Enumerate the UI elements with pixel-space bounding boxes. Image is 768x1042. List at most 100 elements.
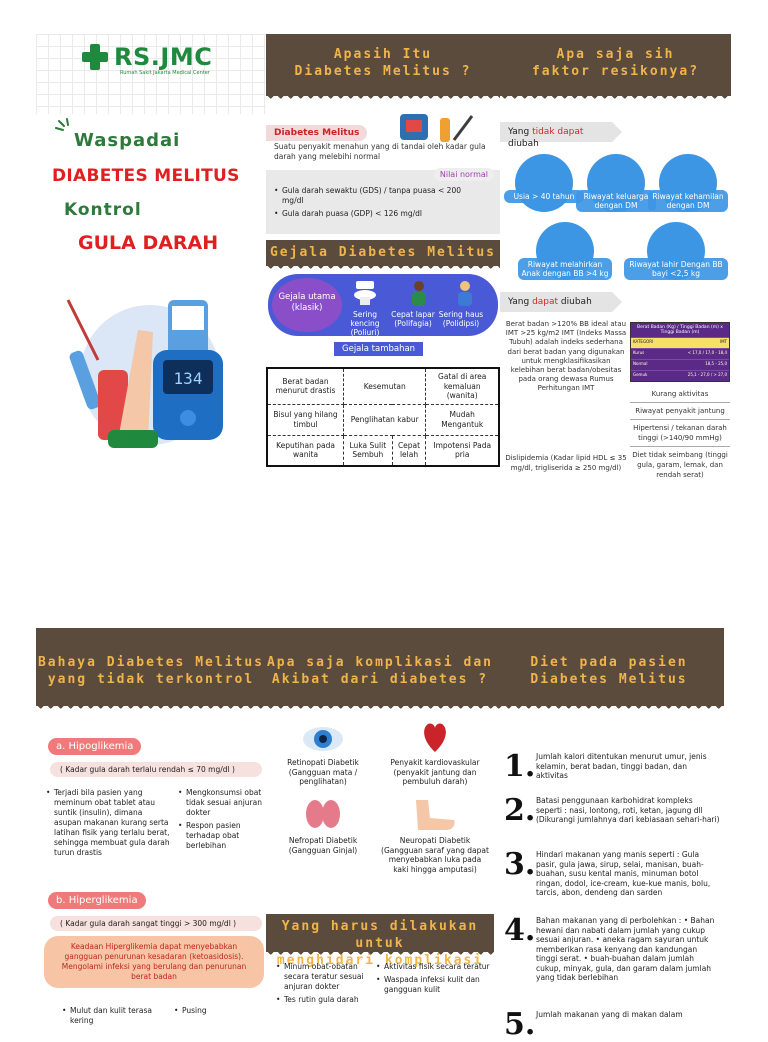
header-pencegahan: Yang harus dilakukan untuk menghidari ko… [266, 914, 494, 968]
list-item: Waspada infeksi kulit dan gangguan kulit [376, 975, 494, 995]
normal-value-gdp: Gula darah puasa (GDP) < 126 mg/dl [274, 209, 484, 219]
imt-row: Kurus < 17,0 / 17,0 - 18,4 [631, 348, 729, 359]
complication-label: Retinopati Diabetik (Gangguan mata / pen… [287, 758, 359, 786]
column-apa-itu-dm: Apasih Itu Diabetes Melitus ? Diabetes M… [266, 34, 500, 524]
table-row: Berat badan menurut drastis Kesemutan Ga… [266, 367, 500, 405]
table-cell: Mudah Mengantuk [425, 403, 500, 436]
complication-label: Nefropati Diabetik (Gangguan Ginjal) [288, 836, 358, 855]
header-line-1: Apa saja komplikasi dan [266, 655, 493, 670]
label-dapat-diubah: Yang dapat diubah [500, 292, 622, 312]
hiperglikemia-signs-left: Mulut dan kulit terasa kering [62, 1006, 152, 1029]
diet-text: Jumlah makanan yang di makan dalam [536, 1010, 683, 1019]
header-apa-itu: Apasih Itu Diabetes Melitus ? [266, 34, 500, 104]
table-cell: Impotensi Pada pria [425, 434, 500, 467]
gejala-utama-label: Gejala utama (klasik) [272, 278, 342, 332]
diet-number: 5. [504, 1007, 536, 1042]
risk-factor-label: Riwayat kehamilan dengan DM [648, 190, 728, 212]
table-cell: Keputihan pada wanita [266, 434, 345, 467]
modifiable-item: Hipertensi / tekanan darah tinggi (>140/… [630, 420, 730, 447]
cover-title-gula-darah: GULA DARAH [78, 232, 219, 254]
imt-cat: Gemuk [633, 372, 648, 377]
modifiable-item: Riwayat penyakit jantung [630, 403, 730, 420]
logo-subtitle: Rumah Sakit Jakarta Medical Center [120, 70, 210, 76]
risk-factor-label: Usia > 40 tahun [504, 190, 584, 203]
diet-item: 3. Hindari makanan yang manis seperti : … [504, 850, 720, 898]
diet-item: 4. Bahan makanan yang di perbolehkan : •… [504, 916, 720, 983]
normal-value-gds: Gula darah sewaktu (GDS) / tanpa puasa <… [274, 186, 484, 206]
label-prefix: Yang [508, 297, 533, 307]
hipoglikemia-label: a. Hipoglikemia [48, 738, 142, 755]
label-highlight: dapat [532, 297, 559, 307]
imt-cat: Kurus [633, 350, 645, 355]
cover-panel: RS.JMC Rumah Sakit Jakarta Medical Cente… [36, 34, 266, 524]
diet-number: 3. [504, 847, 536, 882]
label-tidak-dapat-diubah: Yang tidak dapat diubah [500, 122, 622, 149]
thirsty-person-icon [458, 281, 472, 306]
logo-text: RS.JMC [114, 43, 213, 71]
symptom-polifagia: Cepat lapar (Polifagia) [391, 310, 435, 328]
medical-cross-icon [80, 42, 110, 72]
list-item: Tes rutin gula darah [276, 995, 372, 1005]
table-cell: Gatal di area kemaluan (wanita) [425, 367, 500, 405]
header-diet: Diet pada pasien Diabetes Melitus [494, 628, 724, 714]
complication-neuropati: Neuropati Diabetik (Gangguan saraf yang … [380, 796, 490, 874]
risk-factor-keluarga: Riwayat keluarga dengan DM [576, 154, 656, 212]
list-item: Mengkonsumsi obat tidak sesuai anjuran d… [178, 788, 264, 818]
complication-label: Neuropati Diabetik (Gangguan saraf yang … [381, 836, 489, 874]
normal-values-list: Gula darah sewaktu (GDS) / tanpa puasa <… [274, 186, 484, 222]
main-symptoms-banner: Gejala utama (klasik) Sering kencing (Po… [268, 274, 498, 337]
risk-factor-melahirkan: Riwayat melahirkan Anak dengan BB >4 kg [518, 222, 612, 280]
diet-number: 1. [504, 749, 536, 784]
header-line-2: faktor resikonya? [531, 64, 700, 79]
dm-label: Diabetes Melitus [266, 125, 368, 141]
column-bahaya: Bahaya Diabetes Melitus yang tidak terko… [36, 628, 266, 1025]
header-line-1: Diet pada pasien [530, 655, 688, 670]
sparkle-icon [55, 118, 69, 131]
dislipidemia-text: Dislipidemia (Kadar lipid HDL ≤ 35 mg/dl… [505, 454, 627, 472]
label-suffix: diubah [508, 139, 539, 149]
symptom-polidipsi: Sering haus (Polidipsi) [438, 310, 484, 328]
dm-label-wrap: Diabetes Melitus [266, 120, 368, 141]
imt-val: 18,5 - 25,0 [705, 361, 727, 366]
foot-icon [416, 800, 455, 830]
header-line-2: Diabetes Melitus ? [294, 64, 472, 79]
normal-label: Nilai normal [433, 168, 494, 181]
eye-icon [303, 727, 343, 751]
imt-row: Gemuk 25,1 - 27,0 / > 27,0 [631, 370, 729, 381]
header-line-1: Bahaya Diabetes Melitus [37, 655, 264, 670]
gejala-header-text: Gejala Diabetes Melitus [269, 245, 496, 260]
header-line-1: Apa saja sih [556, 47, 675, 62]
label-prefix: Yang [508, 127, 533, 137]
hiperglikemia-warning: Keadaan Hiperglikemia dapat menyebabkan … [44, 936, 264, 988]
diet-text: Bahan makanan yang di perbolehkan : • Ba… [536, 916, 715, 982]
cover-line-waspadai: Waspadai [74, 130, 181, 151]
risk-factor-label: Riwayat lahir Dengan BB bayi <2,5 kg [624, 258, 728, 280]
modifiable-item: Diet tidak seimbang (tinggi gula, garam,… [632, 451, 728, 479]
symptom-poliuri: Sering kencing (Poliuri) [350, 310, 380, 337]
imt-val: 25,1 - 27,0 / > 27,0 [687, 372, 727, 377]
glucose-reading-text: 134 [174, 369, 203, 388]
diet-text: Jumlah kalori ditentukan menurut umur, j… [536, 752, 707, 780]
hipoglikemia-note: ( Kadar gula darah terlalu rendah ≤ 70 m… [50, 762, 262, 777]
header-line-1: Yang harus dilakukan untuk [281, 919, 479, 951]
pencegahan-list-left: Minum obat-obatan secara teratur sesuai … [276, 962, 372, 1008]
gejala-tambahan-label: Gejala tambahan [334, 342, 424, 356]
heart-icon [424, 723, 446, 752]
brochure-page-1: RS.JMC Rumah Sakit Jakarta Medical Cente… [36, 34, 731, 524]
imt-val: < 17,0 / 17,0 - 18,4 [687, 350, 727, 355]
hospital-logo: RS.JMC [80, 42, 212, 72]
list-item: Minum obat-obatan secara teratur sesuai … [276, 962, 372, 992]
header-line-2: Diabetes Melitus [530, 672, 688, 687]
header-bahaya: Bahaya Diabetes Melitus yang tidak terko… [36, 628, 266, 714]
cake-icon [515, 154, 573, 212]
modifiable-item: Kurang aktivitas [630, 386, 730, 403]
diet-text: Hindari makanan yang manis seperti : Gul… [536, 850, 711, 897]
list-item: Pusing [174, 1006, 254, 1016]
diet-number: 4. [504, 913, 536, 948]
label-highlight: tidak dapat [532, 127, 584, 137]
diet-number: 2. [504, 793, 536, 828]
grid-background [36, 34, 266, 114]
bb-description: Berat badan >120% BB ideal atau IMT >25 … [505, 320, 627, 393]
diet-item: 5. Jumlah makanan yang di makan dalam [504, 1010, 720, 1040]
